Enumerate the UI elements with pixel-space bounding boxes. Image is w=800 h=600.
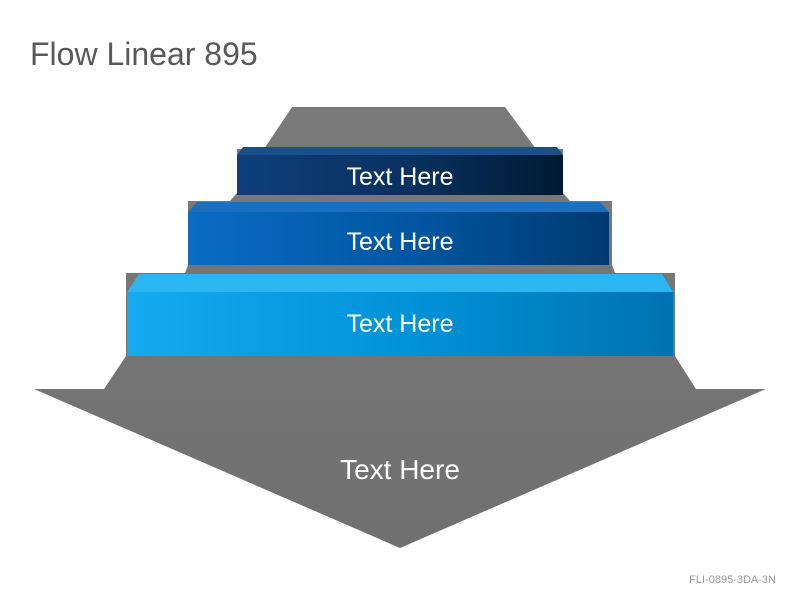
- step-middle-label: Text Here: [347, 228, 454, 256]
- slide-title: Flow Linear 895: [30, 36, 258, 72]
- step-top-label: Text Here: [347, 163, 454, 191]
- step-middle-face: [188, 212, 609, 265]
- step-top-face: [237, 155, 563, 195]
- slide-code: FLI-0895-3DA-3N: [689, 574, 776, 586]
- step-middle-bevel: [188, 202, 609, 212]
- step-top-bevel: [237, 147, 563, 155]
- step-top: Text Here: [237, 147, 563, 195]
- step-bottom: Text Here: [127, 274, 673, 356]
- step-middle: Text Here: [188, 202, 609, 265]
- step-bottom-face: [127, 292, 673, 356]
- step-bottom-label: Text Here: [347, 310, 454, 338]
- arrow-label: Text Here: [340, 454, 460, 485]
- step-bottom-bevel: [127, 274, 673, 292]
